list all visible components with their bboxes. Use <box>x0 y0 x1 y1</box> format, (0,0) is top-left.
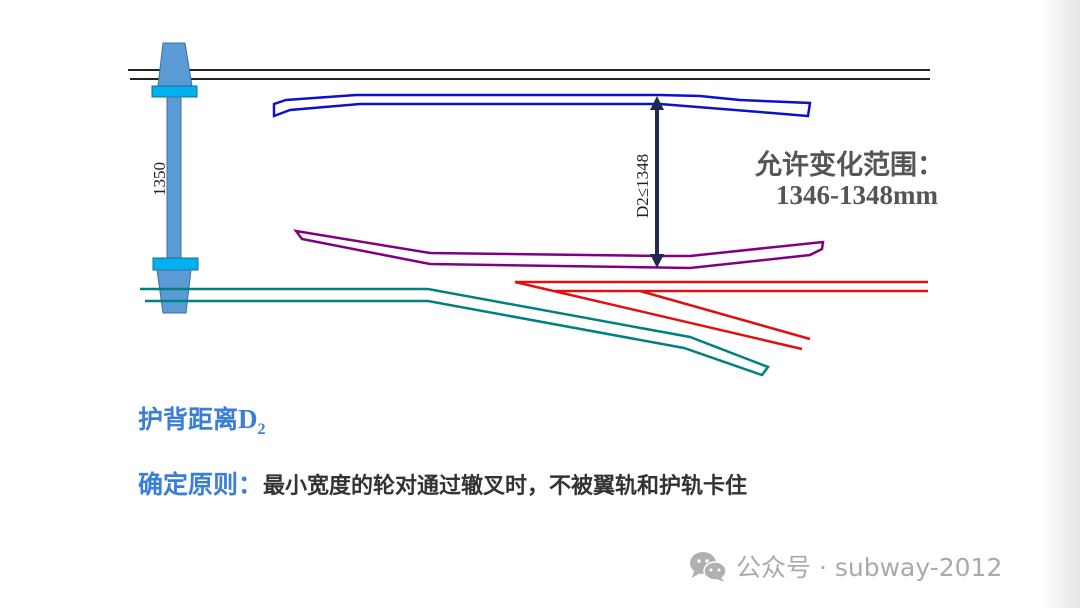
d2-dimension-label: D2≤1348 <box>633 154 652 218</box>
title-text: 护背距离 <box>138 405 239 434</box>
range-value: 1346-1348mm <box>776 180 938 210</box>
frog-rails <box>514 280 928 351</box>
watermark: 公众号 · subway-2012 <box>688 548 1002 584</box>
diagram-title: 护背距离D2 <box>138 400 266 439</box>
stock-rail <box>140 287 770 377</box>
principle-text: 最小宽度的轮对通过辙叉时，不被翼轨和护轨卡住 <box>263 474 748 499</box>
watermark-text: 公众号 · subway-2012 <box>736 553 1003 582</box>
title-symbol: D <box>238 404 258 434</box>
axle-gauge-label: 1350 <box>150 162 169 196</box>
top-rails <box>128 69 930 80</box>
right-edge-shade <box>1040 0 1080 608</box>
principle-line: 确定原则：最小宽度的轮对通过辙叉时，不被翼轨和护轨卡住 <box>138 465 747 501</box>
principle-label: 确定原则： <box>138 470 264 499</box>
guard-rail-top <box>272 93 812 118</box>
wechat-icon <box>690 552 727 582</box>
d2-dimension-arrow <box>650 96 664 268</box>
range-label: 允许变化范围： <box>755 150 944 181</box>
guard-rail-bottom <box>293 229 825 270</box>
title-subscript: 2 <box>257 421 266 438</box>
